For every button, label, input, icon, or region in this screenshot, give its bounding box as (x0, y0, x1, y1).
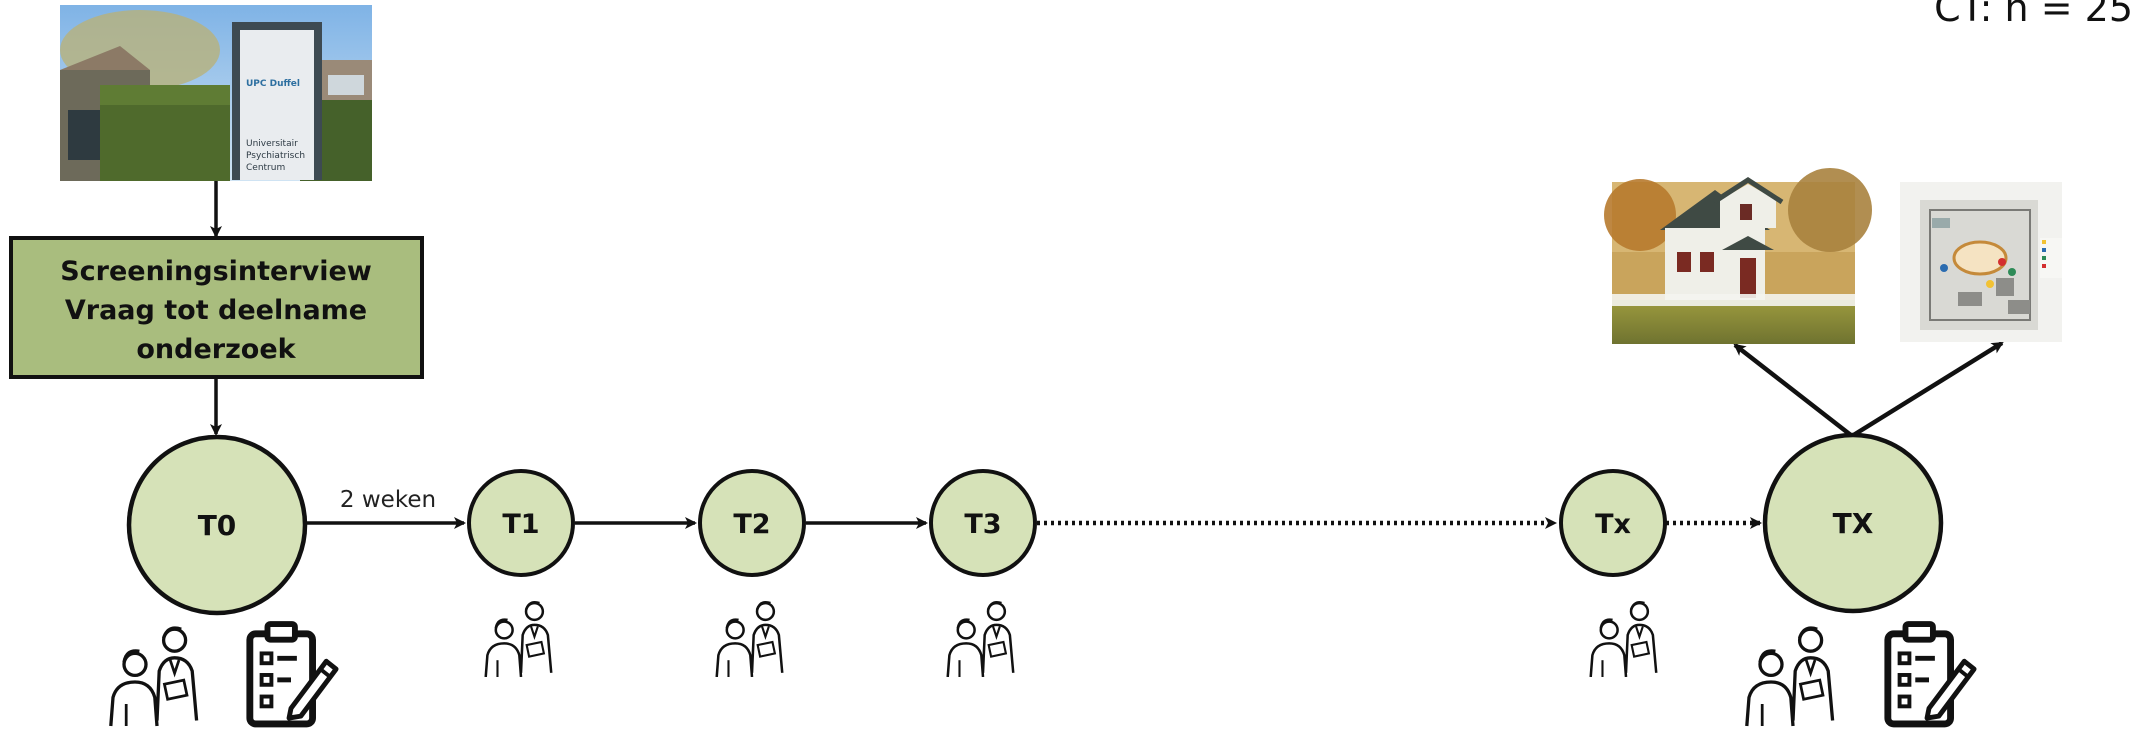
node-t3: T3 (929, 469, 1037, 577)
sign-text-1: UPC Duffel (246, 79, 300, 89)
interval-label: 2 weken (340, 487, 436, 513)
sign-text-4: Centrum (246, 163, 285, 173)
node-t1: T1 (467, 469, 575, 577)
node-t0: T0 (126, 434, 308, 616)
node-tx-small: Tx (1559, 469, 1667, 577)
node-t2: T2 (698, 469, 806, 577)
interview-icon-t1 (484, 600, 553, 677)
interview-icon-tx (1589, 600, 1658, 677)
house-photo (1604, 168, 1872, 344)
node-label-t2: T2 (733, 509, 770, 540)
arrow-tx-to-map (1850, 341, 2004, 438)
hospital-sign (240, 30, 314, 180)
node-label-t1: T1 (502, 509, 539, 540)
screening-line-1: Screeningsinterview (60, 256, 372, 287)
sign-text-3: Psychiatrisch (246, 151, 305, 161)
interview-icon-t2 (715, 600, 784, 677)
node-label-t0: T0 (198, 509, 237, 542)
sign-text-2: Universitair (246, 139, 298, 149)
interview-icon-t3 (946, 600, 1015, 677)
screening-line-3: onderzoek (136, 334, 296, 365)
screening-box: Screeningsinterview Vraag tot deelname o… (9, 236, 424, 379)
questionnaire-icon-tx-final (1888, 624, 1974, 724)
screening-line-2: Vraag tot deelname (65, 295, 367, 326)
questionnaire-icon-t0 (250, 624, 336, 724)
campus-map (1900, 182, 2062, 342)
sample-size-label: CT: n = 25 (1934, 0, 2133, 30)
arrow-tx-to-house (1733, 343, 1854, 438)
node-label-t3: T3 (964, 509, 1001, 540)
hospital-photo: UPC Duffel Universitair Psychiatrisch Ce… (60, 5, 372, 181)
node-label-tx-final: TX (1833, 507, 1874, 540)
interview-icon-tx-final (1745, 626, 1835, 728)
node-tx-final: TX (1762, 432, 1944, 614)
node-label-tx-small: Tx (1595, 509, 1631, 540)
interview-icon-t0 (109, 626, 199, 728)
